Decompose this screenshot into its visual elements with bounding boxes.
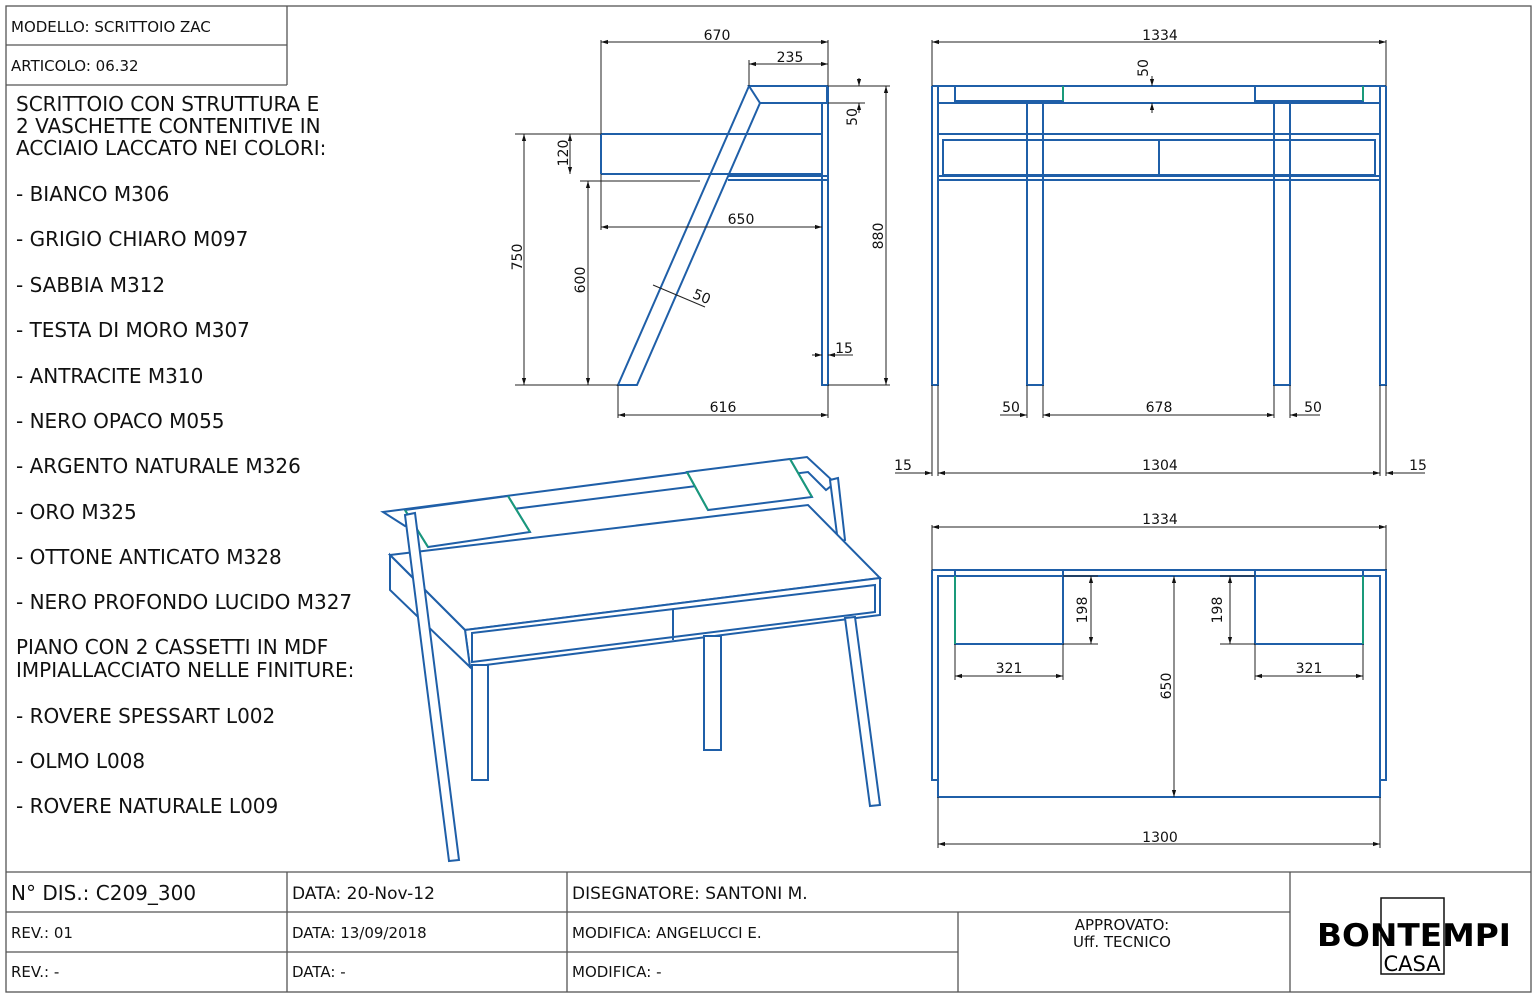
dim-15-right: 15 — [1409, 458, 1427, 474]
structure-line: SCRITTOIO CON STRUTTURA E — [16, 92, 319, 116]
model-label: MODELLO: SCRITTOIO ZAC — [11, 18, 211, 36]
color-item: - NERO PROFONDO LUCIDO M327 — [16, 590, 352, 614]
top-line: IMPIALLACCIATO NELLE FINITURE: — [16, 658, 354, 682]
dim-670: 670 — [704, 28, 731, 44]
dim-15: 15 — [835, 341, 853, 357]
dim-1304: 1304 — [1142, 458, 1178, 474]
perspective-view — [380, 455, 883, 863]
logo-text: BONTEMPI — [1317, 918, 1511, 954]
dim-120: 120 — [556, 140, 572, 167]
dim-235: 235 — [777, 50, 804, 66]
approved-by: Uff. TECNICO — [1073, 933, 1171, 951]
dim-321-right: 321 — [1296, 661, 1323, 677]
dim-1334: 1334 — [1142, 28, 1178, 44]
color-item: - TESTA DI MORO M307 — [16, 318, 250, 342]
color-item: - ARGENTO NATURALE M326 — [16, 454, 301, 478]
dim-50-leg: 50 — [690, 287, 713, 309]
dim-198-left: 198 — [1075, 597, 1091, 624]
header-box: MODELLO: SCRITTOIO ZAC ARTICOLO: 06.32 — [6, 6, 288, 86]
color-item: - GRIGIO CHIARO M097 — [16, 227, 248, 251]
dim-616: 616 — [710, 400, 737, 416]
logo-subtext: CASA — [1383, 952, 1441, 976]
dim-50-right: 50 — [1304, 400, 1322, 416]
top-line: PIANO CON 2 CASSETTI IN MDF — [16, 635, 328, 659]
revision-1: REV.: 01 — [11, 924, 73, 942]
dim-750: 750 — [510, 244, 526, 271]
front-view: 1334 50 50 678 50 15 1304 15 — [894, 28, 1427, 476]
dim-50-left: 50 — [1002, 400, 1020, 416]
description: SCRITTOIO CON STRUTTURA E 2 VASCHETTE CO… — [16, 92, 354, 818]
color-item: - ORO M325 — [16, 500, 137, 524]
revision-1-date: DATA: 13/09/2018 — [292, 924, 427, 942]
finish-item: - ROVERE SPESSART L002 — [16, 704, 275, 728]
article-label: ARTICOLO: 06.32 — [11, 57, 139, 75]
side-view: 670 235 50 880 120 750 600 650 50 15 616 — [510, 28, 890, 418]
dim-198-right: 198 — [1210, 597, 1226, 624]
dim-50-rail: 50 — [1136, 59, 1152, 77]
revision-1-modified-by: MODIFICA: ANGELUCCI E. — [572, 924, 762, 942]
color-item: - NERO OPACO M055 — [16, 409, 225, 433]
dim-650: 650 — [728, 212, 755, 228]
dim-678: 678 — [1146, 400, 1173, 416]
structure-line: 2 VASCHETTE CONTENITIVE IN — [16, 114, 321, 138]
finish-item: - ROVERE NATURALE L009 — [16, 794, 278, 818]
revision-2-modified-by: MODIFICA: - — [572, 963, 661, 981]
color-item: - BIANCO M306 — [16, 182, 169, 206]
title-block: N° DIS.: C209_300 DATA: 20-Nov-12 DISEGN… — [6, 871, 1531, 992]
color-item: - SABBIA M312 — [16, 273, 165, 297]
designer: DISEGNATORE: SANTONI M. — [572, 884, 808, 904]
structure-line: ACCIAIO LACCATO NEI COLORI: — [16, 136, 326, 160]
dim-650-depth: 650 — [1159, 673, 1175, 700]
color-item: - ANTRACITE M310 — [16, 364, 203, 388]
dim-880: 880 — [871, 223, 887, 250]
revision-2-date: DATA: - — [292, 963, 346, 981]
drawing-frame — [5, 5, 1532, 993]
drawing-date: DATA: 20-Nov-12 — [292, 884, 435, 904]
dim-321-left: 321 — [996, 661, 1023, 677]
dim-1334-top: 1334 — [1142, 512, 1178, 528]
bontempi-casa-logo: BONTEMPI CASA — [1317, 897, 1511, 976]
revision-2: REV.: - — [11, 963, 59, 981]
top-view: 1334 198 198 321 321 650 1300 — [931, 512, 1387, 848]
color-item: - OTTONE ANTICATO M328 — [16, 545, 282, 569]
drawing-number: N° DIS.: C209_300 — [11, 881, 196, 905]
finish-item: - OLMO L008 — [16, 749, 145, 773]
dim-1300: 1300 — [1142, 830, 1178, 846]
dim-50-top: 50 — [845, 108, 861, 126]
approved-label: APPROVATO: — [1075, 916, 1169, 934]
dim-600: 600 — [573, 267, 589, 294]
dim-15-left: 15 — [894, 458, 912, 474]
